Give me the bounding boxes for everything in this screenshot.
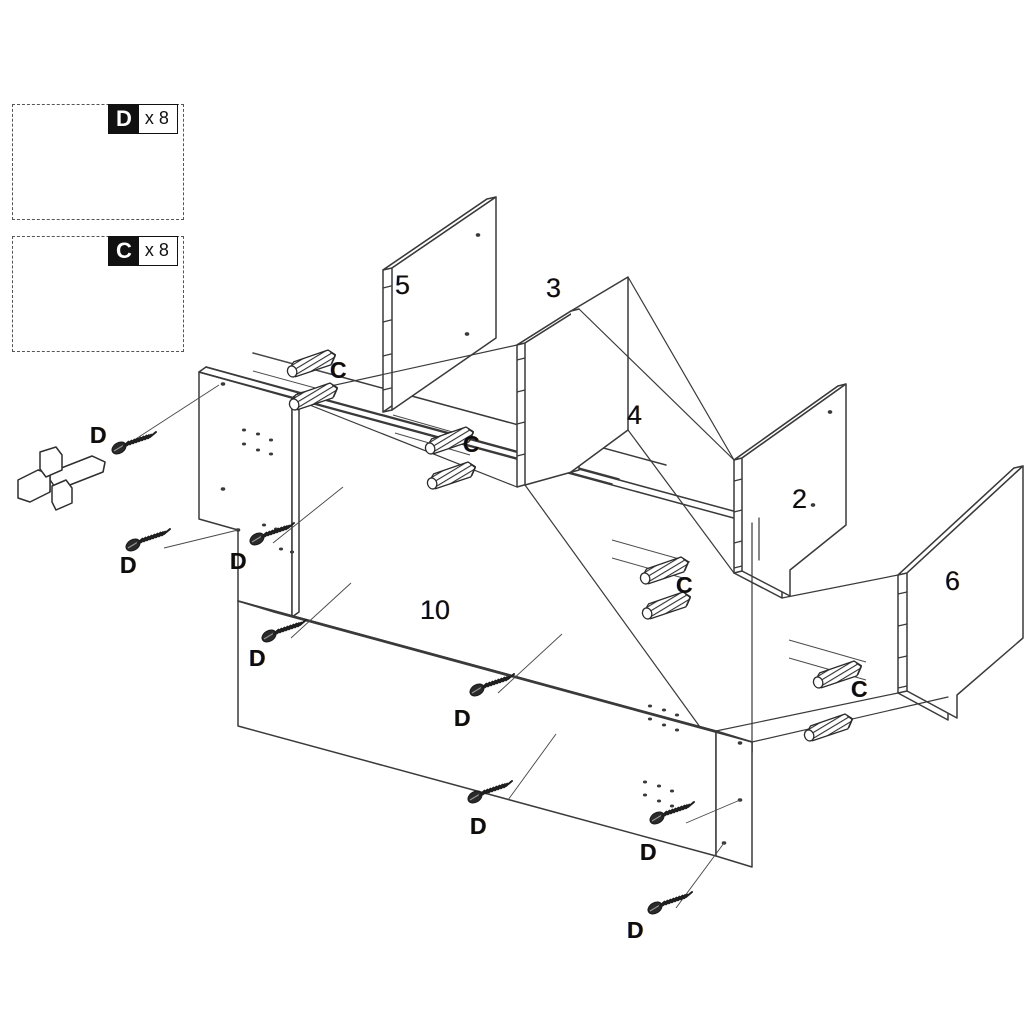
screw-callout-3: D bbox=[230, 548, 247, 574]
carcass-structure-edges bbox=[291, 276, 949, 743]
screw-callout-4: D bbox=[249, 645, 266, 671]
qty-tag-c: C x 8 bbox=[108, 236, 178, 266]
screw-callout-5: D bbox=[454, 705, 471, 731]
screw-2 bbox=[122, 527, 172, 555]
qty-count-d: x 8 bbox=[144, 108, 169, 128]
qty-letter-c: C bbox=[109, 237, 139, 265]
qty-count-c: x 8 bbox=[144, 240, 169, 260]
qty-letter-d: D bbox=[109, 105, 139, 133]
panel-1-left-side bbox=[198, 366, 300, 618]
screw-callout-1: D bbox=[90, 422, 107, 448]
panel-10-front-rail bbox=[237, 600, 753, 868]
part-label-10: 10 bbox=[420, 595, 451, 625]
dowel-callout-2: C bbox=[463, 431, 480, 457]
panel-5-divider bbox=[382, 196, 497, 413]
dowel-callout-3: C bbox=[676, 572, 693, 598]
part-label-4: 4 bbox=[627, 400, 643, 430]
dowel-callout-4: C bbox=[851, 676, 868, 702]
t-handle-screwdriver-icon bbox=[17, 446, 106, 511]
part-label-2: 2 bbox=[792, 484, 808, 514]
screw-callout-6: D bbox=[470, 813, 487, 839]
screw-8 bbox=[644, 890, 694, 918]
screw-callout-8: D bbox=[627, 917, 644, 943]
panel-2-right-end bbox=[733, 383, 847, 599]
part-label-5: 5 bbox=[395, 270, 411, 300]
qty-tag-d: D x 8 bbox=[108, 104, 178, 134]
screw-callout-7: D bbox=[640, 839, 657, 865]
part-label-6: 6 bbox=[945, 566, 961, 596]
screw-1 bbox=[108, 430, 158, 458]
dowel-callout-1: C bbox=[330, 357, 347, 383]
legend-box-dowel-c bbox=[12, 236, 184, 352]
screw-callout-2: D bbox=[120, 552, 137, 578]
part-label-3: 3 bbox=[546, 273, 562, 303]
panel-6-right-side bbox=[897, 465, 1024, 721]
panel-3-back-divider bbox=[516, 276, 629, 488]
